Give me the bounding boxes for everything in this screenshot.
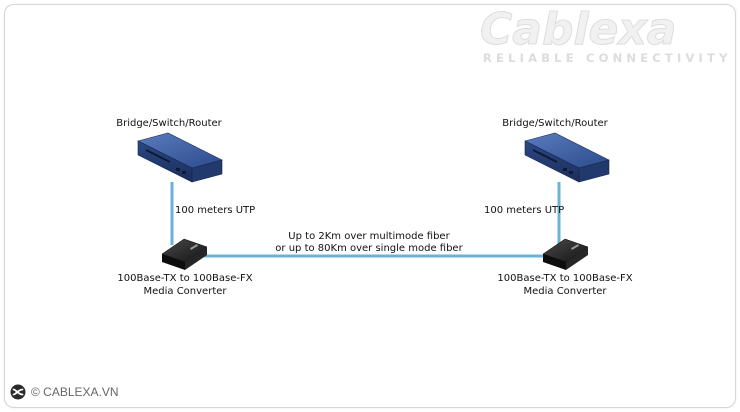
brand-logo: Cablexa RELIABLE CONNECTIVITY [480,4,732,66]
right-device-label: Bridge/Switch/Router [502,118,608,129]
left-media-converter-icon [161,238,208,270]
right-cable-label: 100 meters UTP [484,205,564,216]
brand-tagline: RELIABLE CONNECTIVITY [483,51,732,65]
right-switch-icon [524,132,610,183]
left-cable-label: 100 meters UTP [175,205,255,216]
cables [170,182,561,258]
fiber-label-line2: or up to 80Km over single mode fiber [275,243,463,254]
right-media-converter-icon [542,238,589,270]
brand-name: Cablexa [480,4,676,55]
left-device-label: Bridge/Switch/Router [116,118,222,129]
cablexa-logo-icon [10,384,26,400]
diagram-frame [4,4,736,408]
right-converter-label-line2: Media Converter [523,286,607,297]
footer: © CABLEXA.VN [10,384,119,400]
copyright-text: © CABLEXA.VN [31,385,119,399]
left-switch-icon [137,132,223,183]
fiber-label-line1: Up to 2Km over multimode fiber [288,231,450,242]
left-converter-label-line1: 100Base-TX to 100Base-FX [117,273,252,284]
left-converter-label-line2: Media Converter [143,286,227,297]
right-converter-label-line1: 100Base-TX to 100Base-FX [497,273,632,284]
